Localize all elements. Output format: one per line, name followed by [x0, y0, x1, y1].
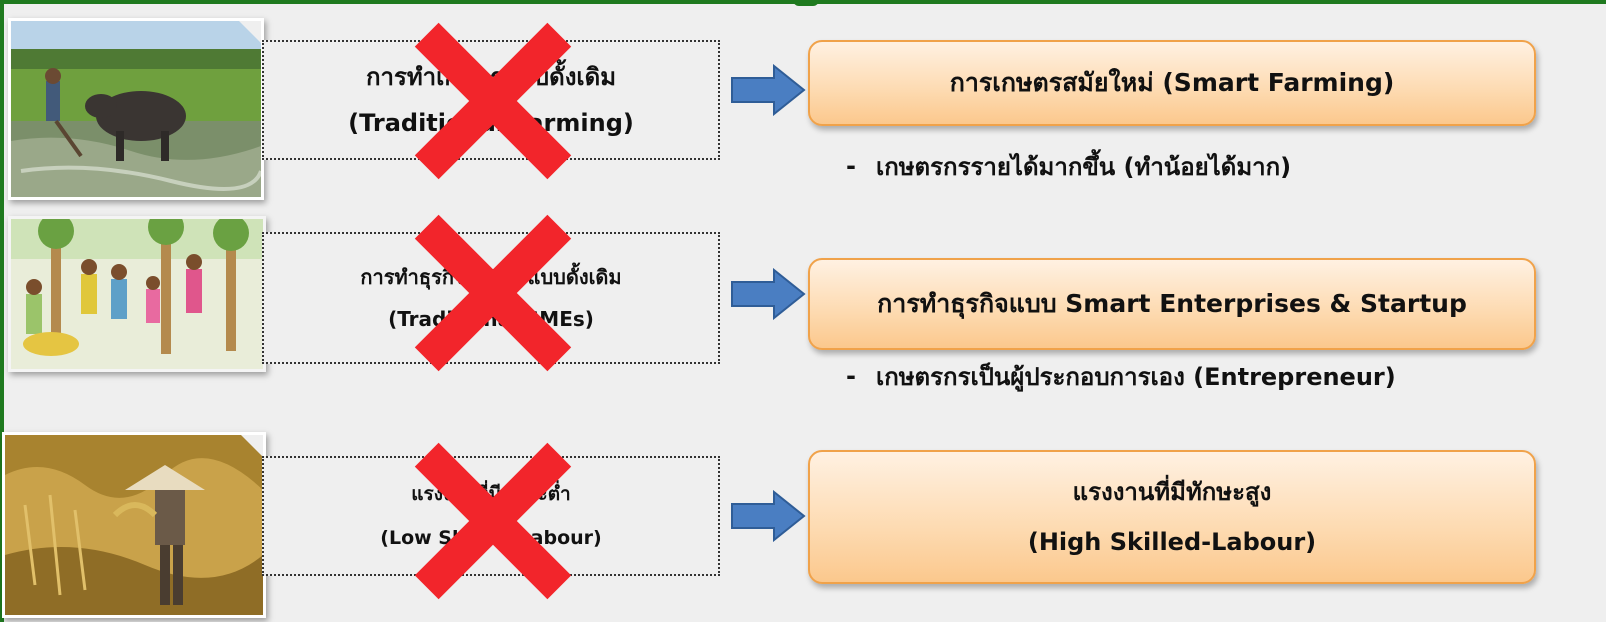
photo-low-skilled-labour: [2, 432, 266, 618]
new-box-subtitle: (High Skilled-Labour): [1027, 528, 1317, 556]
old-box-low-skilled-labour: แรงงานที่มีทักษะต่ำ (Low Skilled-Labour): [262, 456, 720, 576]
right-arrow-icon: [730, 490, 806, 542]
new-box-title: การทำธุรกิจแบบ Smart Enterprises & Start…: [877, 289, 1467, 318]
photo-corner-fold: [239, 21, 261, 43]
note-text: เกษตรกรเป็นผู้ประกอบการเอง (Entrepreneur…: [876, 362, 1396, 391]
note-dash: -: [846, 362, 856, 390]
old-box-title: การทำธุรกิจ SME แบบดั้งเดิม: [360, 265, 622, 289]
top-ornament: [793, 0, 819, 6]
right-arrow-icon: [730, 268, 806, 320]
photo-corner-fold: [241, 435, 263, 457]
new-box-title: การเกษตรสมัยใหม่ (Smart Farming): [949, 68, 1395, 97]
old-box-title: แรงงานที่มีทักษะต่ำ: [411, 483, 571, 505]
new-box-smart-farming: การเกษตรสมัยใหม่ (Smart Farming): [808, 40, 1536, 126]
old-box-subtitle: (Traditional SMEs): [388, 307, 594, 331]
old-box-traditional-farming: การทำเกษตรแบบดั้งเดิม (Traditional Farmi…: [262, 40, 720, 160]
new-box-high-skilled-labour: แรงงานที่มีทักษะสูง (High Skilled-Labour…: [808, 450, 1536, 584]
new-box-smart-enterprises: การทำธุรกิจแบบ Smart Enterprises & Start…: [808, 258, 1536, 350]
right-arrow-icon: [730, 64, 806, 116]
new-box-title: แรงงานที่มีทักษะสูง: [1072, 478, 1272, 506]
note-dash: -: [846, 152, 856, 180]
old-box-subtitle: (Low Skilled-Labour): [380, 527, 602, 549]
note-entrepreneur: - เกษตรกรเป็นผู้ประกอบการเอง (Entreprene…: [846, 356, 1396, 396]
note-text: เกษตรกรรายได้มากขึ้น (ทำน้อยได้มาก): [876, 152, 1292, 181]
old-box-traditional-smes: การทำธุรกิจ SME แบบดั้งเดิม (Traditional…: [262, 232, 720, 364]
old-box-subtitle: (Traditional Farming): [348, 109, 634, 137]
photo-traditional-smes: [8, 216, 266, 372]
photo-traditional-farming: [8, 18, 264, 200]
old-box-title: การทำเกษตรแบบดั้งเดิม: [365, 63, 617, 91]
note-income: - เกษตรกรรายได้มากขึ้น (ทำน้อยได้มาก): [846, 146, 1291, 186]
